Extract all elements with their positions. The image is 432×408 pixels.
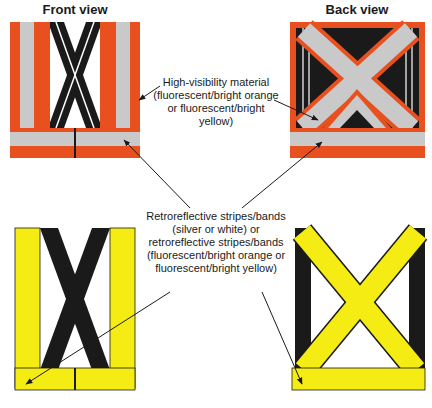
strap-edge	[303, 30, 411, 128]
reflective-strap	[110, 228, 135, 388]
leader-line	[274, 100, 318, 120]
back-strap	[48, 22, 102, 128]
strap-stripe	[56, 22, 94, 128]
callout-text: Retroreflective stripes/bands (silver or…	[140, 210, 292, 275]
triangle-hole	[340, 110, 374, 128]
bottom-band	[10, 128, 140, 158]
back-panel	[290, 22, 425, 158]
leader-line	[26, 292, 170, 384]
strap-edge	[304, 30, 412, 128]
orange-back-vest	[290, 22, 425, 158]
back-strap	[40, 228, 110, 370]
view-heading: Front view	[20, 2, 130, 17]
leader-lines	[26, 86, 322, 384]
reflective-strap	[304, 30, 412, 128]
vest-opening	[48, 22, 102, 130]
leader-line	[124, 140, 190, 208]
front-split	[74, 368, 76, 390]
callout-text: High-visibility material (fluorescent/br…	[152, 76, 280, 128]
orange-front-vest	[10, 22, 140, 158]
yellow-back-vest	[292, 228, 425, 390]
reflective-strap	[303, 30, 411, 128]
leader-line	[262, 292, 302, 384]
bottom-band	[290, 128, 425, 158]
back-strap	[48, 22, 102, 128]
reflective-strap	[15, 228, 40, 388]
leader-line	[242, 142, 322, 208]
front-split	[74, 128, 76, 158]
reflective-stripe	[116, 22, 130, 134]
back-strap	[40, 228, 110, 370]
reflective-band	[292, 368, 425, 390]
mesh-area	[296, 28, 419, 128]
reflective-stripe	[20, 22, 34, 134]
reflective-triangle	[322, 92, 392, 132]
strap-stripe	[56, 22, 94, 128]
view-heading: Back view	[302, 2, 412, 17]
reflective-strap	[304, 232, 418, 370]
yellow-front-vest	[15, 228, 135, 390]
reflective-band	[290, 132, 425, 146]
